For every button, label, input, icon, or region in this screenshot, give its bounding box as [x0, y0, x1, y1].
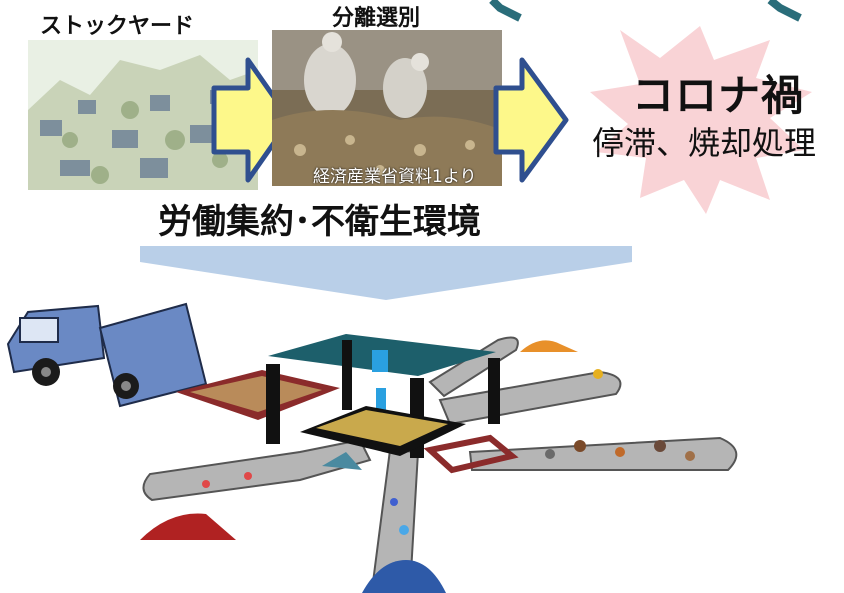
blue-pile [362, 560, 446, 593]
conveyor-debris [202, 369, 695, 535]
labor-environment-label: 労働集約･不衛生環境 [158, 202, 481, 242]
top-bracket-decoration [489, 0, 802, 22]
separation-label: 分離選別 [332, 6, 421, 31]
source-caption: 経済産業省資料1より [313, 167, 477, 187]
separation-photo [272, 30, 502, 186]
corona-title: コロナ禍 [632, 71, 805, 120]
right-tray [423, 434, 519, 474]
teal-pile [322, 452, 362, 470]
down-arrow [140, 246, 632, 300]
sorting-machine [266, 334, 500, 458]
stockyard-label: ストックヤード [40, 14, 195, 39]
red-pile [140, 513, 236, 540]
flow-arrow-1 [211, 57, 293, 183]
corona-burst-shape [590, 26, 812, 214]
stagnation-text: 停滞、焼却処理 [592, 124, 817, 162]
left-tray-inner [190, 376, 322, 412]
orange-pile [520, 340, 578, 352]
garbage-truck [6, 302, 208, 408]
conveyor-belts [142, 336, 738, 591]
flow-arrow-2 [493, 57, 569, 183]
